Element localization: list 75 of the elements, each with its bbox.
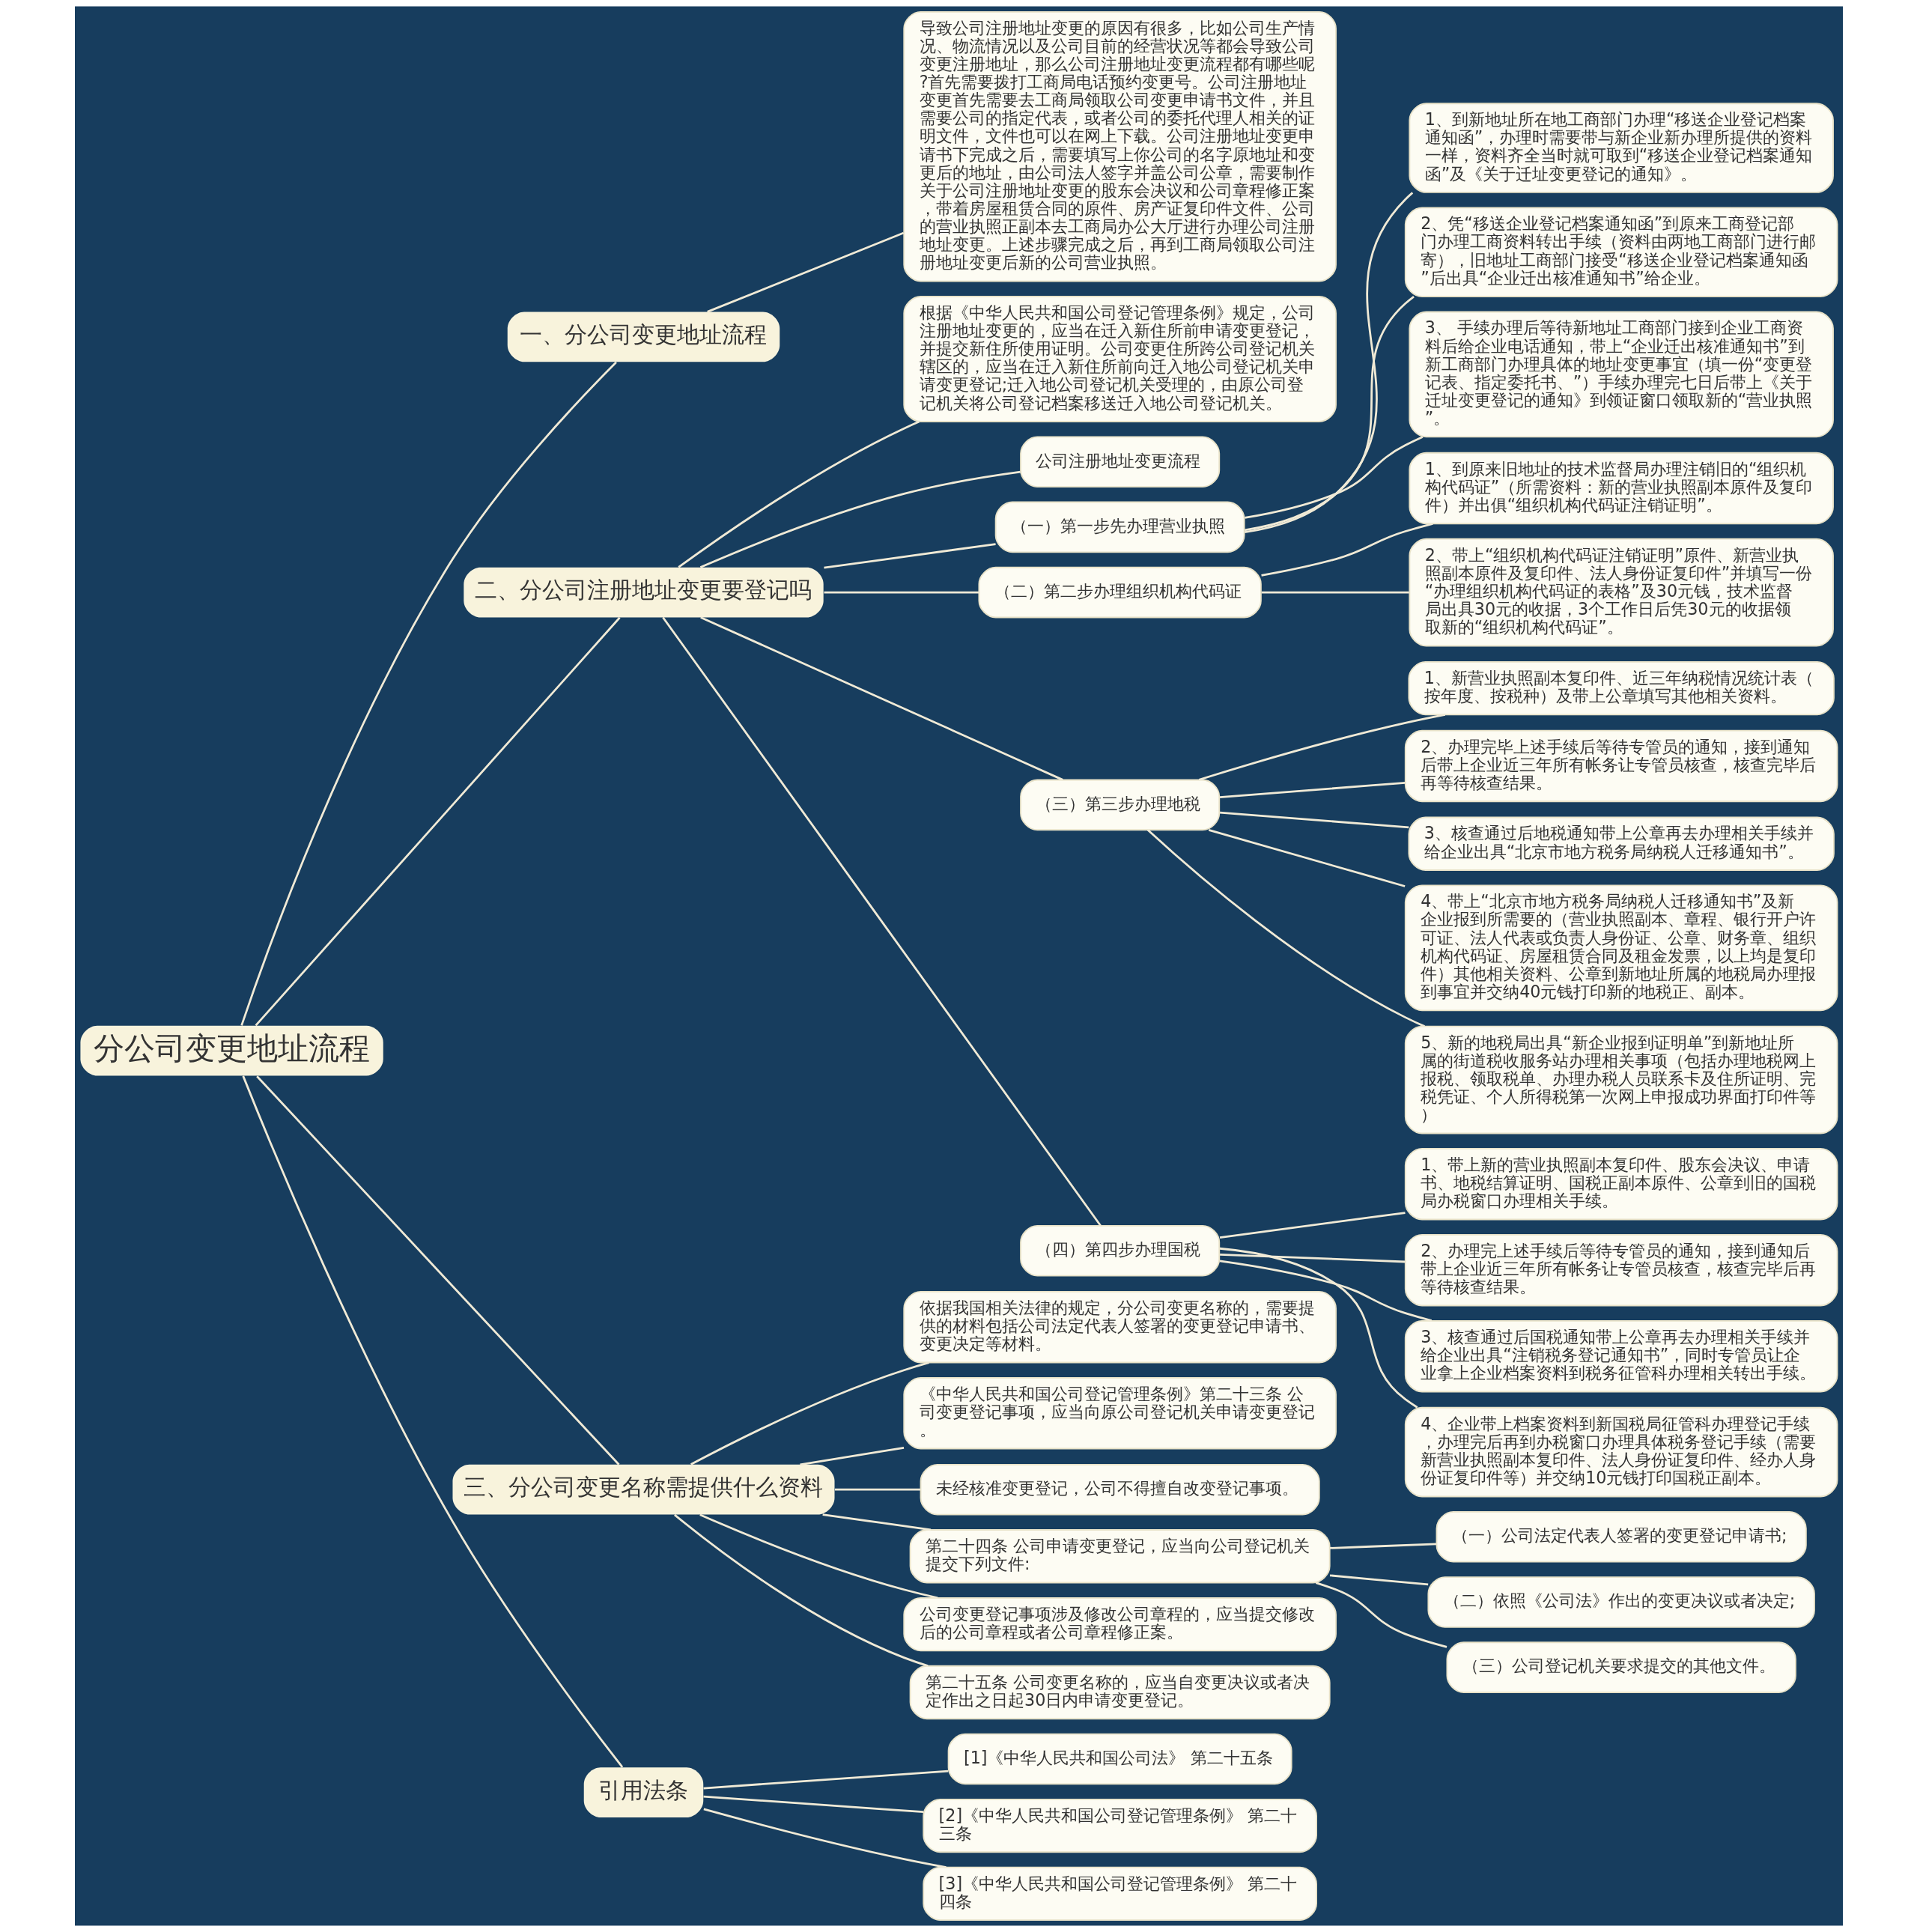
node-box: （一）公司法定代表人签署的变更登记申请书; [1436,1510,1807,1563]
connector [706,231,904,313]
node-box: 公司注册地址变更流程 [1019,436,1220,488]
connector [1244,295,1415,532]
node-box: 根据《中华人民共和国公司登记管理条例》规定，公司注册地址变更的，应当在迁入新住所前申请变更登记，并提交新住所使用证明。公司变更住所跨公司登记机关辖区的，应当在迁入新住所前向迁入地公司登记机关申请变更登记;迁入地公司登记机关受理的，由原公司登记机关将公司登记档案移送迁入地公司登记机关。 [902,296,1337,422]
node-box: 三、分公司变更名称需提供什么资料 [452,1464,834,1515]
connector [1329,1543,1436,1549]
connector [703,1808,947,1868]
connector [1219,811,1409,829]
node-box: [3]《中华人民共和国公司登记管理条例》 第二十四条 [922,1866,1317,1922]
connector [1219,1260,1432,1322]
node-box: 未经核准变更登记，公司不得擅自改变登记事项。 [920,1463,1320,1516]
connector [1315,1582,1447,1648]
node-box: 一、分公司变更地址流程 [507,312,780,362]
connector [699,1513,938,1600]
connector [702,1770,948,1790]
connector [821,1513,931,1531]
connector [799,1447,904,1466]
connector [673,1513,929,1667]
connector [823,543,996,569]
node-box: [2]《中华人民共和国公司登记管理条例》 第二十三条 [922,1798,1317,1853]
node-box: 《中华人民共和国公司登记管理条例》第二十三条 公司变更登记事项，应当向原公司登记机关申请变更登记。 [902,1377,1337,1450]
node-box: 2、凭“移送企业登记档案通知函”到原来工商登记部门办理工商资料转出手续（资料由两地工商部门进行邮寄），旧地址工商部门接受“移送企业登记档案通知函”后出具“企业迁出核准通知书”给企业。 [1404,207,1838,297]
node-box: （一）第一步先办理营业执照 [994,501,1245,553]
node-box: 5、新的地税局出具“新企业报到证明单”到新地址所属的街道税收服务站办理相关事项（包括办理地税网上报税、领取税单、办理办税人员联系卡及住所证明、完税凭证、个人所得税第一次网上申报成功界面打印件等） [1404,1025,1838,1134]
connector [255,616,621,1027]
node-box: （四）第四步办理国税 [1019,1224,1220,1277]
node-box: （二）第二步办理组织机构代码证 [977,566,1262,619]
node-box: 引用法条 [583,1767,703,1817]
node-box: 依据我国相关法律的规定，分公司变更名称的，需要提供的材料包括公司法定代表人签署的变更登记申请书、变更决定等材料。 [902,1291,1337,1364]
connector [1244,192,1413,534]
connector [699,470,1021,568]
connector [1219,1212,1406,1239]
connector [823,591,979,594]
node-box: （三）第三步办理地税 [1019,779,1220,831]
connector [834,1488,920,1491]
node-box: 第二十五条 公司变更名称的，应当自变更决议或者决定作出之日起30日内申请变更登记。 [909,1665,1331,1720]
connector [240,361,617,1026]
node-box: 1、到原来旧地址的技术监督局办理注销旧的“组织机构代码证”（所需资料：新的营业执照副本原件及复印件）并出俱“组织机构代码证注销证明”。 [1408,452,1834,525]
connector [677,420,920,568]
node-box: 2、带上“组织机构代码证注销证明”原件、新营业执照副本原件及复印件、法人身份证复印件”并填写一份“办理组织机构代码证的表格”及30元钱，技术监督局出具30元的收据，3个工作日后凭30元的收据领取新的“组织机构代码证”。 [1408,538,1834,647]
connector [1329,1574,1428,1586]
node-box: （二）依照《公司法》作出的变更决议或者决定; [1427,1576,1815,1628]
connector [1219,1247,1418,1409]
node-box: 导致公司注册地址变更的原因有很多，比如公司生产情况、物流情况以及公司目前的经营状况等都会导致公司变更注册地址，那么公司注册地址变更流程都有哪些呢?首先需要拨打工商局电话预约变更号。公司注册地址变更首先需要去工商局领取公司变更申请书文件，并且需要公司的指定代表，或者公司的委托代理人相关的证明文件，文件也可以在网上下载。公司注册地址变更申请书下完成之后，需要填写上你公司的名字原地址和变更后的地址，由公司法人签字并盖公司公章，需要制作关于公司注册地址变更的股东会决议和公司章程修正案，带着房屋租赁合同的原件、房产证复印件文件、公司的营业执照正副本去工商局办公大厅进行办理公司注册地址变更。上述步骤完成之后，再到工商局领取公司注册地址变更后新的公司营业执照。 [902,10,1337,282]
node-box: 2、办理完上述手续后等待专管员的通知，接到通知后带上企业近三年所有帐务让专管员核查，核查完毕后再等待核查结果。 [1404,1233,1838,1307]
connector [702,1795,923,1814]
node-box: 3、核查通过后地税通知带上公章再去办理相关手续并给企业出具“北京市地方税务局纳税人迁移通知书”。 [1408,816,1835,871]
connector [1260,522,1433,577]
node-box: 3、核查通过后国税通知带上公章再去办理相关手续并给企业出具“注销税务登记通知书”，同时专管员让企业拿上企业档案资料到税务征管科办理相关转出手续。 [1404,1319,1838,1393]
node-box: [1]《中华人民共和国公司法》 第二十五条 [947,1733,1292,1785]
connector [690,1361,929,1465]
connector [1198,714,1445,781]
connector [661,616,1102,1227]
node-box: 二、分公司注册地址变更要登记吗 [463,567,824,618]
node-box: （三）公司登记机关要求提交的其他文件。 [1446,1641,1796,1693]
connector [1146,829,1425,1027]
node-box: 1、带上新的营业执照副本复印件、股东会决议、申请书、地税结算证明、国税正副本原件、公章到旧的国税局办税窗口办理相关手续。 [1404,1147,1838,1221]
connector [699,616,1063,781]
connector [255,1075,619,1465]
node-box: 分公司变更地址流程 [79,1025,383,1076]
connector [1219,1253,1405,1263]
node-box: 1、到新地址所在地工商部门办理“移送企业登记档案通知函”，办理时需要带与新企业新办理所提供的资料一样，资料齐全当时就可取到“移送企业登记档案通知函”及《关于迁址变更登记的通知》。 [1408,103,1834,193]
node-box: 4、带上“北京市地方税务局纳税人迁移通知书”及新企业报到所需要的（营业执照副本、章程、银行开户许可证、法人代表或负责人身份证、公章、财务章、组织机构代码证、房屋租赁合同及租金发票，以上均是复印件）其他相关资料、公章到新地址所属的地税局办理报到事宜并交纳40元钱打印新的地税正、副本。 [1404,884,1838,1012]
connector [1244,436,1423,519]
connector [241,1075,623,1768]
node-box: 3、 手续办理后等待新地址工商部门接到企业工商资料后给企业电话通知，带上“企业迁出核准通知书”到新工商部门办理具体的地址变更事宜（填一份“变更登记表、指定委托书、”）手续办理完七日后带上《关于迁址变更登记的通知》到领证窗口领取新的“营业执照”。 [1408,311,1834,438]
node-box: 第二十四条 公司申请变更登记，应当向公司登记机关提交下列文件: [909,1529,1331,1584]
node-box: 2、办理完毕上述手续后等待专管员的通知，接到通知后带上企业近三年所有帐务让专管员核查，核查完毕后再等待核查结果。 [1404,729,1838,803]
node-box: 公司变更登记事项涉及修改公司章程的，应当提交修改后的公司章程或者公司章程修正案。 [902,1597,1337,1652]
node-box: 1、新营业执照副本复印件、近三年纳税情况统计表（按年度、按税种）及带上公章填写其他相关资料。 [1408,660,1835,716]
connector [1219,781,1406,798]
connector [1208,829,1406,887]
connector [1261,591,1409,594]
node-box: 4、企业带上档案资料到新国税局征管科办理登记手续，办理完后再到办税窗口办理具体税务登记手续（需要新营业执照副本复印件、法人身份证复印件、经办人身份证复印件等）并交纳10元钱打印国税正副本。 [1404,1406,1838,1498]
